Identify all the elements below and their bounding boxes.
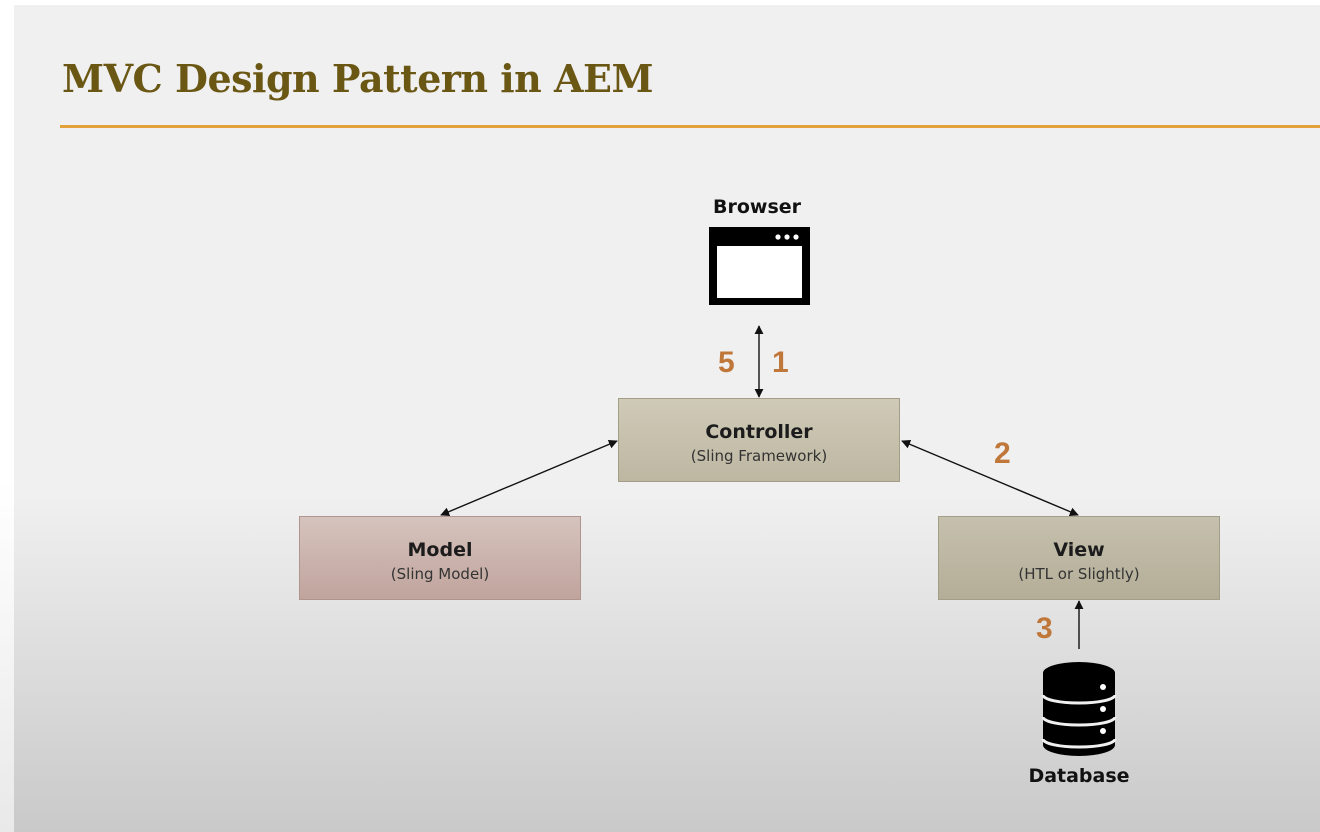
step-5-label: 5 — [718, 346, 735, 379]
title-underline — [60, 125, 1320, 128]
model-sublabel: (Sling Model) — [390, 565, 490, 583]
view-box: View (HTL or Slightly) — [938, 516, 1220, 600]
browser-label: Browser — [712, 196, 802, 218]
step-3-label: 3 — [1036, 612, 1053, 645]
step-1-label: 1 — [772, 346, 789, 379]
view-sublabel: (HTL or Slightly) — [1018, 565, 1140, 583]
browser-window-icon — [709, 227, 810, 305]
model-label: Model — [407, 539, 473, 561]
model-box: Model (Sling Model) — [299, 516, 581, 600]
slide-title: MVC Design Pattern in AEM — [62, 56, 654, 101]
controller-sublabel: (Sling Framework) — [690, 447, 828, 465]
controller-view-arrow — [901, 439, 1079, 517]
database-icon — [1041, 662, 1117, 756]
database-label: Database — [1028, 765, 1130, 787]
view-label: View — [1053, 539, 1105, 561]
controller-box: Controller (Sling Framework) — [618, 398, 900, 482]
left-edge — [0, 0, 14, 832]
step-2-label: 2 — [994, 437, 1011, 470]
controller-label: Controller — [705, 421, 813, 443]
controller-model-arrow — [440, 439, 618, 517]
